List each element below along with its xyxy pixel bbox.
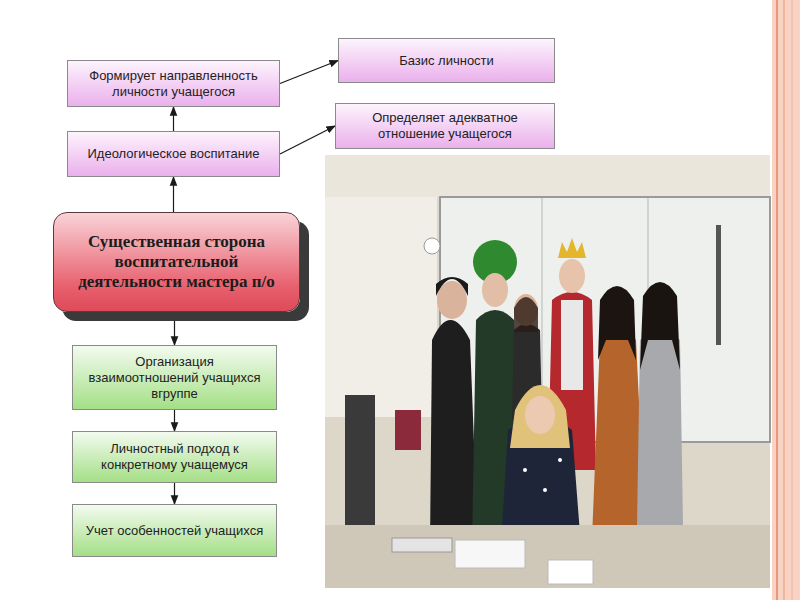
side-band [772, 0, 800, 600]
central-box: Существенная сторона воспитательной деят… [53, 212, 300, 312]
student-figure [430, 320, 478, 545]
process-box: Личностный подход к конкретному учащемус… [72, 431, 277, 483]
papers [548, 560, 593, 584]
crown [558, 238, 586, 258]
box-text: Учет особенностей учащихся [86, 523, 263, 539]
student-face [437, 281, 467, 319]
student-hair [640, 282, 680, 370]
box-text: Организация взаимоотношений учащихся вгр… [79, 354, 270, 402]
student-face [482, 273, 508, 307]
box-text: Личностный подход к конкретному учащемус… [79, 441, 270, 473]
process-box: Учет особенностей учащихся [72, 504, 277, 557]
result-box: Базис личности [338, 38, 555, 83]
student-hair [598, 286, 636, 360]
effect-box: Формирует направленность личности учащег… [67, 60, 280, 107]
monitor [345, 395, 375, 525]
photo-wall [325, 155, 770, 588]
side-stripe [784, 0, 785, 600]
box-text: Формирует направленность личности учащег… [74, 68, 273, 100]
process-box: Организация взаимоотношений учащихся вгр… [72, 345, 277, 410]
desk [325, 525, 770, 588]
student-hair [514, 297, 538, 332]
arrow-connector [174, 483, 175, 504]
box-text: Существенная сторона воспитательной деят… [66, 232, 287, 292]
side-stripe [792, 0, 793, 600]
box-text: Идеологическое воспитание [88, 146, 260, 162]
photo-wall-left [325, 197, 437, 417]
arrow-connector [280, 126, 335, 154]
teacher-hair [510, 385, 570, 448]
box-text: Определяет адекватное отношение учащегос… [342, 110, 548, 142]
dress-dot [523, 468, 527, 472]
process-box: Идеологическое воспитание [67, 131, 280, 177]
box-text: Базис личности [399, 53, 494, 69]
arrow-connector [173, 177, 174, 212]
papers [455, 540, 525, 568]
student-face [559, 259, 585, 293]
arrow-connector [280, 61, 338, 84]
side-stripe [776, 0, 778, 600]
arrow-connector [173, 107, 174, 131]
dress-dot [558, 458, 562, 462]
arrow-connector [174, 410, 175, 431]
arrow-connector [174, 312, 175, 345]
wall-clock [424, 238, 440, 254]
hood [436, 277, 468, 296]
keyboard [392, 538, 452, 552]
dress-dot [543, 488, 547, 492]
result-box: Определяет адекватное отношение учащегос… [335, 103, 555, 149]
teacher-face [525, 396, 555, 434]
handbag [395, 410, 421, 450]
board-rail [716, 225, 721, 345]
king-shirt [561, 300, 583, 390]
photo-wall-top [325, 155, 770, 197]
